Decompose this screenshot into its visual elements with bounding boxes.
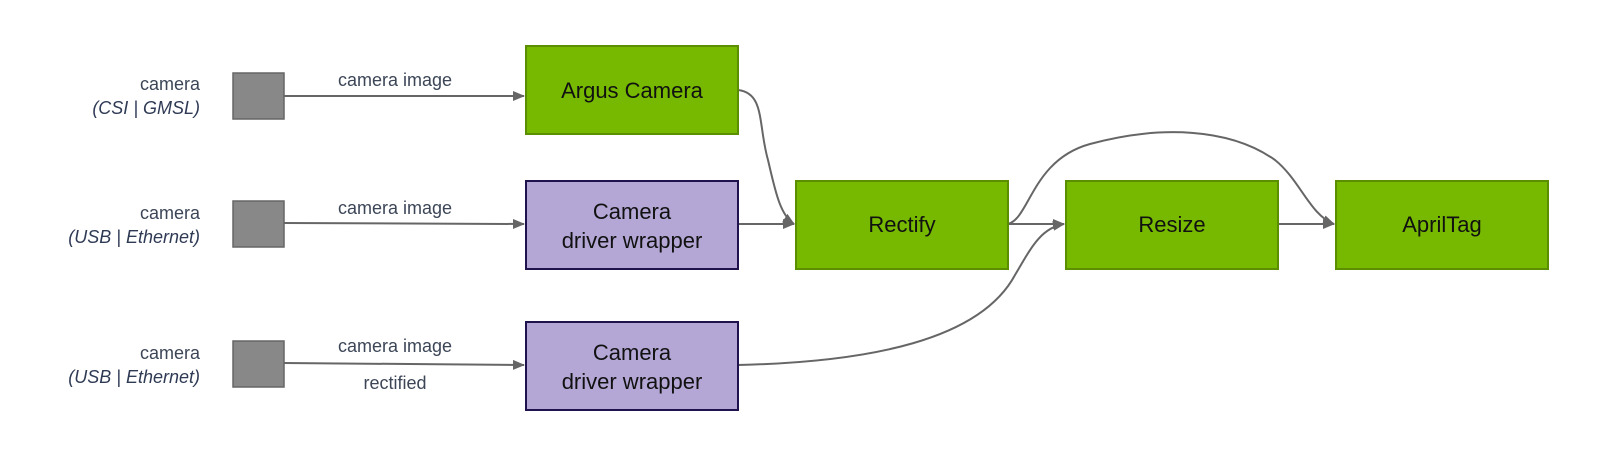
node-camera-driver-wrapper-2-line1: Camera xyxy=(593,340,672,365)
edge-argus-to-rectify xyxy=(737,89,795,225)
node-camera-driver-wrapper-2-box[interactable] xyxy=(525,321,739,411)
source-camera-3: camera (USB | Ethernet) xyxy=(68,340,285,388)
source-camera-1-name: camera xyxy=(140,74,201,94)
edge-label-rectified: rectified xyxy=(363,373,426,393)
source-camera-2-name: camera xyxy=(140,203,201,223)
node-camera-driver-wrapper-1-line1: Camera xyxy=(593,199,672,224)
edge-label-camera-image-2: camera image xyxy=(338,198,452,218)
source-camera-3-type: (USB | Ethernet) xyxy=(68,367,200,387)
node-rectify[interactable]: Rectify xyxy=(795,180,1009,270)
node-resize[interactable]: Resize xyxy=(1065,180,1279,270)
source-camera-2: camera (USB | Ethernet) xyxy=(68,200,285,248)
node-resize-box[interactable] xyxy=(1065,180,1279,270)
node-apriltag[interactable]: AprilTag xyxy=(1335,180,1549,270)
node-apriltag-box[interactable] xyxy=(1335,180,1549,270)
camera-sensor-icon[interactable] xyxy=(232,340,285,388)
source-camera-1: camera (CSI | GMSL) xyxy=(92,72,285,120)
node-camera-driver-wrapper-1-box[interactable] xyxy=(525,180,739,270)
edge-driver2-to-resize xyxy=(737,220,1065,366)
edge-rectify-to-apriltag xyxy=(1007,131,1335,225)
node-argus-camera-label: Argus Camera xyxy=(561,78,704,103)
node-resize-label: Resize xyxy=(1138,212,1205,237)
camera-sensor-icon[interactable] xyxy=(232,200,285,248)
source-camera-1-type: (CSI | GMSL) xyxy=(92,98,200,118)
edge-camera2-to-driver xyxy=(283,218,525,229)
node-camera-driver-wrapper-1-line2: driver wrapper xyxy=(562,228,703,253)
node-camera-driver-wrapper-2[interactable]: Camera driver wrapper xyxy=(525,321,739,411)
node-camera-driver-wrapper-1[interactable]: Camera driver wrapper xyxy=(525,180,739,270)
node-camera-driver-wrapper-2-line2: driver wrapper xyxy=(562,369,703,394)
node-rectify-label: Rectify xyxy=(868,212,935,237)
camera-sensor-icon[interactable] xyxy=(232,72,285,120)
source-camera-2-type: (USB | Ethernet) xyxy=(68,227,200,247)
node-argus-camera-box[interactable] xyxy=(525,45,739,135)
edge-label-camera-image-1: camera image xyxy=(338,70,452,90)
edge-camera3-to-driver xyxy=(283,359,525,370)
node-rectify-box[interactable] xyxy=(795,180,1009,270)
edge-label-camera-image-3: camera image xyxy=(338,336,452,356)
source-camera-3-name: camera xyxy=(140,343,201,363)
node-apriltag-label: AprilTag xyxy=(1402,212,1481,237)
node-argus-camera[interactable]: Argus Camera xyxy=(525,45,739,135)
